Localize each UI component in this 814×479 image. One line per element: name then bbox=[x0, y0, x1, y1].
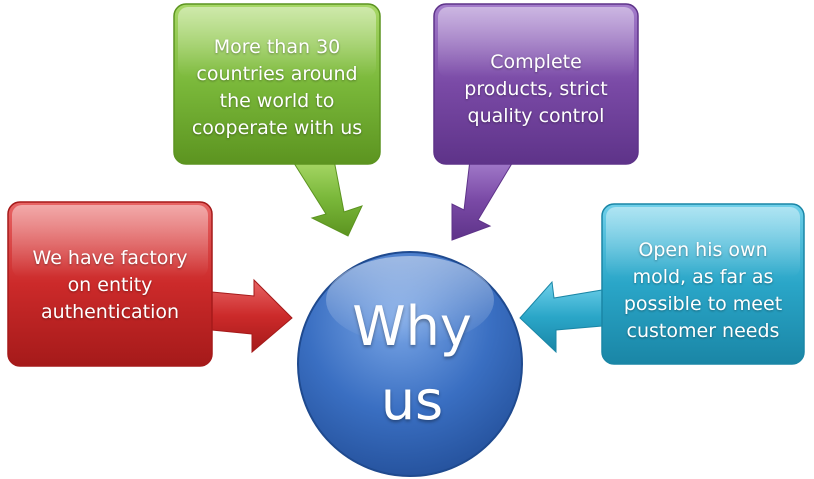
red-box bbox=[7, 201, 213, 367]
center-label: Why us bbox=[352, 295, 472, 432]
purple-box bbox=[433, 3, 639, 165]
red-box-text: We have factory on entity authentication bbox=[32, 246, 188, 323]
purple-arrow bbox=[451, 159, 515, 241]
purple-box-text: Complete products, strict quality contro… bbox=[464, 50, 608, 127]
green-box bbox=[173, 3, 381, 165]
cyan-arrow bbox=[519, 280, 603, 354]
cyan-box bbox=[601, 203, 805, 365]
green-box-text: More than 30 countries around the world … bbox=[191, 36, 363, 139]
red-arrow bbox=[211, 278, 293, 354]
center-circle bbox=[297, 251, 523, 477]
cyan-box-text: Open his own mold, as far as possible to… bbox=[623, 239, 783, 342]
green-arrow bbox=[291, 159, 363, 237]
